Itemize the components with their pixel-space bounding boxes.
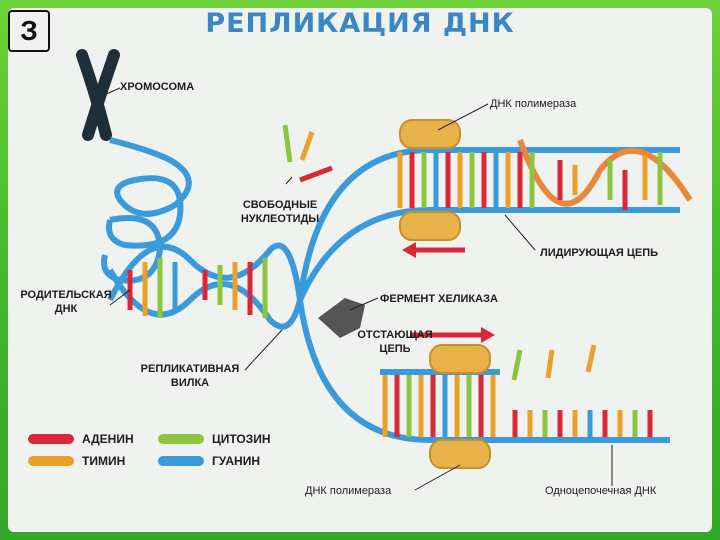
label-free-nucleotides: СВОБОДНЫЕ НУКЛЕОТИДЫ — [240, 199, 320, 225]
legend-cytosine: ЦИТОЗИН — [158, 432, 271, 446]
page-title: РЕПЛИКАЦИЯ ДНК — [205, 8, 515, 39]
polymerase-top — [399, 119, 461, 241]
polymerase-bottom — [429, 344, 491, 469]
legend-adenine: АДЕНИН — [28, 432, 134, 446]
helicase-icon — [318, 298, 365, 338]
direction-arrows — [402, 242, 495, 343]
legend-swatch — [158, 456, 204, 466]
label-parent-dna: РОДИТЕЛЬСКАЯ ДНК — [20, 289, 112, 315]
legend-swatch — [28, 434, 74, 444]
label-single-strand-dna: Одноцепочечная ДНК — [545, 485, 657, 497]
label-helicase: ФЕРМЕНТ ХЕЛИКАЗА — [380, 293, 498, 305]
label-lagging-strand: ОТСТАЮЩАЯ ЦЕПЬ — [357, 329, 433, 355]
upper-branch — [297, 138, 693, 302]
free-nucleotides-icon — [282, 124, 597, 381]
label-dna-polymerase-bottom: ДНК полимераза — [305, 485, 392, 497]
chromosome-icon — [76, 49, 120, 141]
label-leading-strand: ЛИДИРУЮЩАЯ ЦЕПЬ — [540, 247, 659, 259]
label-replication-fork: РЕПЛИКАТИВНАЯ ВИЛКА — [140, 363, 240, 389]
legend-swatch — [158, 434, 204, 444]
legend-guanine: ГУАНИН — [158, 454, 260, 468]
label-dna-polymerase-top: ДНК полимераза — [490, 98, 577, 110]
dna-coil — [101, 137, 192, 284]
logo-icon: З — [8, 10, 50, 52]
label-chromosome: ХРОМОСОМА — [120, 81, 195, 93]
leader-lines — [103, 87, 613, 491]
legend-swatch — [28, 456, 74, 466]
parent-dna-helix — [107, 242, 303, 330]
legend-thymine: ТИМИН — [28, 454, 125, 468]
